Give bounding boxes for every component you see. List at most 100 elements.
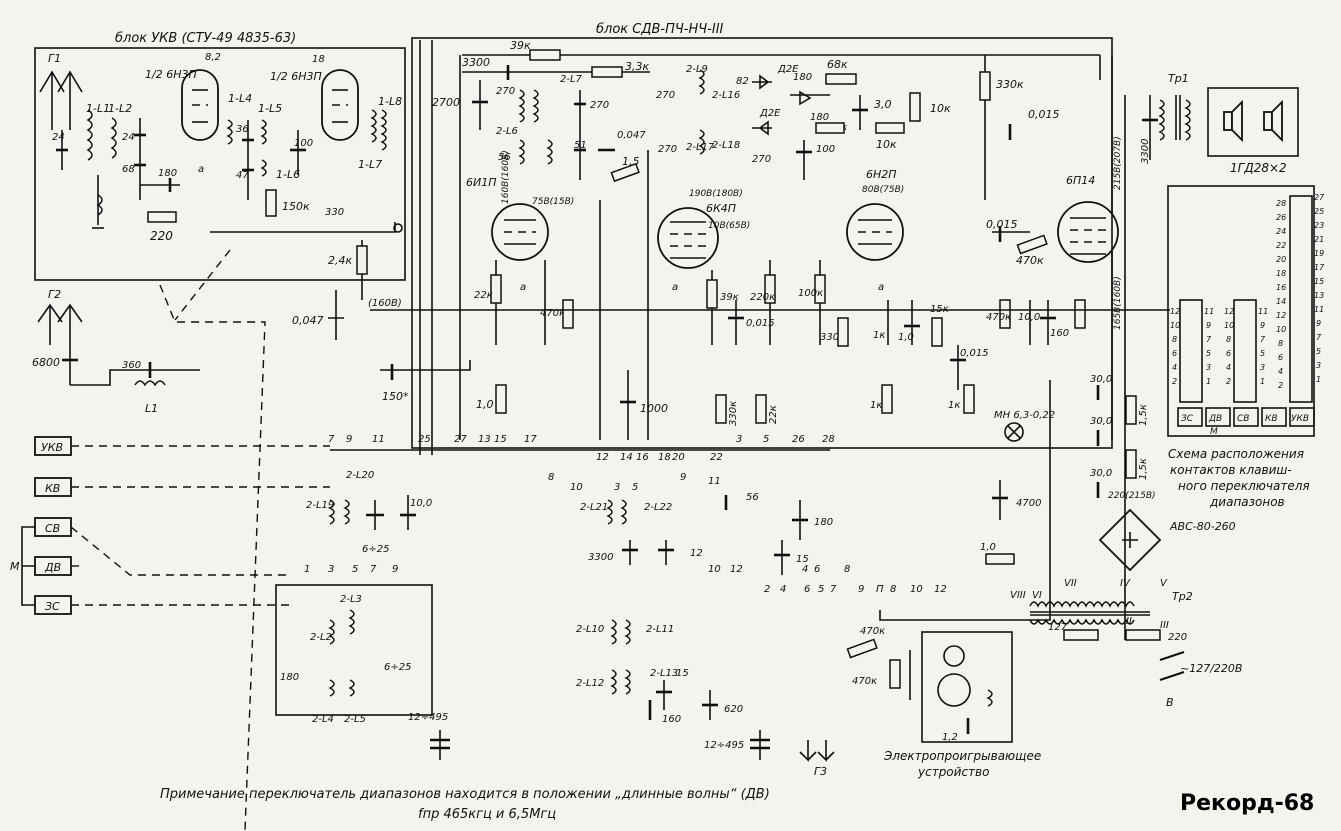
- node-a-1: a: [198, 164, 204, 175]
- cap-68: 68: [122, 164, 135, 175]
- svg-text:11: 11: [1204, 307, 1214, 316]
- cap-4700: 4700: [1016, 498, 1041, 509]
- cap-30-b: 30,0: [1090, 416, 1112, 427]
- svg-text:8: 8: [1172, 335, 1177, 344]
- button-sv-label: СВ: [45, 522, 60, 535]
- coil-1l5-label: 1-L5: [258, 102, 282, 115]
- node-a-2: a: [520, 282, 526, 293]
- cap-180-det-a: 180: [793, 72, 812, 83]
- cap-180-sw: 180: [280, 672, 299, 683]
- keypad-frame: [1167, 185, 1315, 437]
- resistor-1-5k-b-label: 1,5к: [1138, 458, 1149, 480]
- svg-text:10: 10: [1170, 321, 1180, 330]
- pilot-lamp-label: МН 6,3-0,22: [994, 410, 1055, 421]
- svg-text:7: 7: [1260, 335, 1266, 344]
- cap-24-a: 24: [52, 132, 65, 143]
- coil-2l18-label: 2-L18: [712, 140, 740, 151]
- svg-text:7: 7: [370, 564, 377, 575]
- coil-2l13-label: 2-L13: [650, 668, 678, 679]
- node-a-3: a: [672, 282, 678, 293]
- svg-text:20: 20: [672, 452, 685, 463]
- tube-2-6n3p: 1/2 6Н3П: [270, 69, 359, 141]
- cap-360: 360: [122, 360, 141, 371]
- note-text: Примечание переключатель диапазонов нахо…: [160, 787, 770, 802]
- svg-text:13: 13: [478, 434, 491, 445]
- resistor-470k-b: [1016, 234, 1048, 255]
- cap-1-2: 1,2: [942, 732, 958, 743]
- band-buttons: УКВ КВ СВ ДВ ЗС М: [10, 436, 72, 615]
- tube-1-6n3p: 1/2 6Н3П: [145, 68, 219, 141]
- cap-30-a: 30,0: [1090, 374, 1112, 385]
- svg-text:1: 1: [1206, 377, 1211, 386]
- coil-2l22-label: 2-L22: [644, 502, 672, 513]
- coil-1l7-label: 1-L7: [358, 158, 382, 171]
- speaker-2: [1263, 99, 1283, 143]
- fuse-1: [1063, 629, 1099, 641]
- svg-text:1: 1: [1260, 377, 1265, 386]
- svg-text:3: 3: [1316, 361, 1321, 370]
- cap-0015-b: 0,015: [960, 348, 989, 359]
- voltage-10: 10В(65В): [708, 221, 750, 231]
- svg-text:3: 3: [1260, 363, 1265, 372]
- resistor-3-3k-label: 3,3к: [625, 60, 649, 73]
- svg-text:8: 8: [1278, 339, 1283, 348]
- resistor-1-5k-a: [1125, 395, 1137, 425]
- svg-text:6: 6: [804, 584, 810, 595]
- button-zs-label: ЗС: [45, 600, 60, 613]
- svg-text:2: 2: [764, 584, 770, 595]
- resistor-3-3k: [591, 66, 623, 78]
- svg-text:16: 16: [636, 452, 649, 463]
- resistor-1-0: [495, 384, 507, 414]
- cap-0047-if: 0,047: [617, 130, 646, 141]
- diode-d2e-1: [752, 74, 772, 90]
- cap-620: 620: [724, 704, 743, 715]
- svg-text:12: 12: [1276, 311, 1286, 320]
- button-dv-label: ДВ: [44, 561, 61, 574]
- coil-2l4-label: 2-L4: [312, 714, 334, 725]
- resistor-470k-b-label: 470к: [1016, 254, 1044, 267]
- resistor-1k-c: [963, 384, 975, 414]
- coil-1l7: [370, 109, 377, 143]
- cap-8-2: 8,2: [205, 52, 221, 63]
- svg-text:9: 9: [1206, 321, 1211, 330]
- resistor-39k-top: [529, 49, 561, 61]
- svg-text:4: 4: [1226, 363, 1231, 372]
- winding-v: V: [1160, 578, 1168, 589]
- pilot-lamp: МН 6,3-0,22: [994, 410, 1055, 442]
- resistor-150k: [265, 189, 277, 217]
- cap-0015-a: 0,015: [746, 318, 775, 329]
- resistor-470k-c-label: 470к: [986, 312, 1011, 323]
- keypad-key-kv-label: КВ: [1265, 414, 1278, 424]
- svg-text:11: 11: [708, 476, 721, 487]
- svg-text:7: 7: [1316, 333, 1322, 342]
- coil-2l16-label: 2-L16: [712, 90, 740, 101]
- antenna-g3: Г3: [799, 740, 835, 778]
- svg-text:2: 2: [1278, 381, 1283, 390]
- voltage-160-tube3: 160В(160В): [501, 150, 511, 204]
- svg-text:11: 11: [1314, 305, 1324, 314]
- cap-24-b: 24: [122, 132, 135, 143]
- resistor-10k-a: [909, 92, 921, 122]
- cap-0047-vhf: 0,047: [292, 314, 324, 327]
- switch-v-label: В: [1166, 696, 1174, 709]
- svg-text:23: 23: [1314, 221, 1324, 230]
- voltage-160: (160В): [368, 298, 402, 309]
- resistor-330k-a: 330к: [820, 332, 845, 343]
- cap-15-a: 15: [796, 554, 809, 565]
- resistor-220: [147, 211, 177, 223]
- svg-text:26: 26: [792, 434, 805, 445]
- svg-text:18: 18: [658, 452, 671, 463]
- svg-text:15: 15: [494, 434, 507, 445]
- svg-text:3: 3: [736, 434, 742, 445]
- svg-text:8: 8: [844, 564, 850, 575]
- resistor-68k: [825, 73, 857, 85]
- svg-text:9: 9: [346, 434, 352, 445]
- cap-270-b: 270: [590, 100, 609, 111]
- power-supply: 30,0 30,0 30,0 1,5к 1,5к 220(215В) АВС-8…: [1010, 374, 1242, 709]
- mains-label: ~127/220В: [1180, 662, 1242, 675]
- cap-270-a: 270: [496, 86, 515, 97]
- switch-section-3: 12 14 16 18 20 22 8 10 3 5 9 11 2-L21 2-…: [548, 452, 947, 595]
- svg-text:П: П: [876, 584, 884, 595]
- svg-text:26: 26: [1276, 213, 1286, 222]
